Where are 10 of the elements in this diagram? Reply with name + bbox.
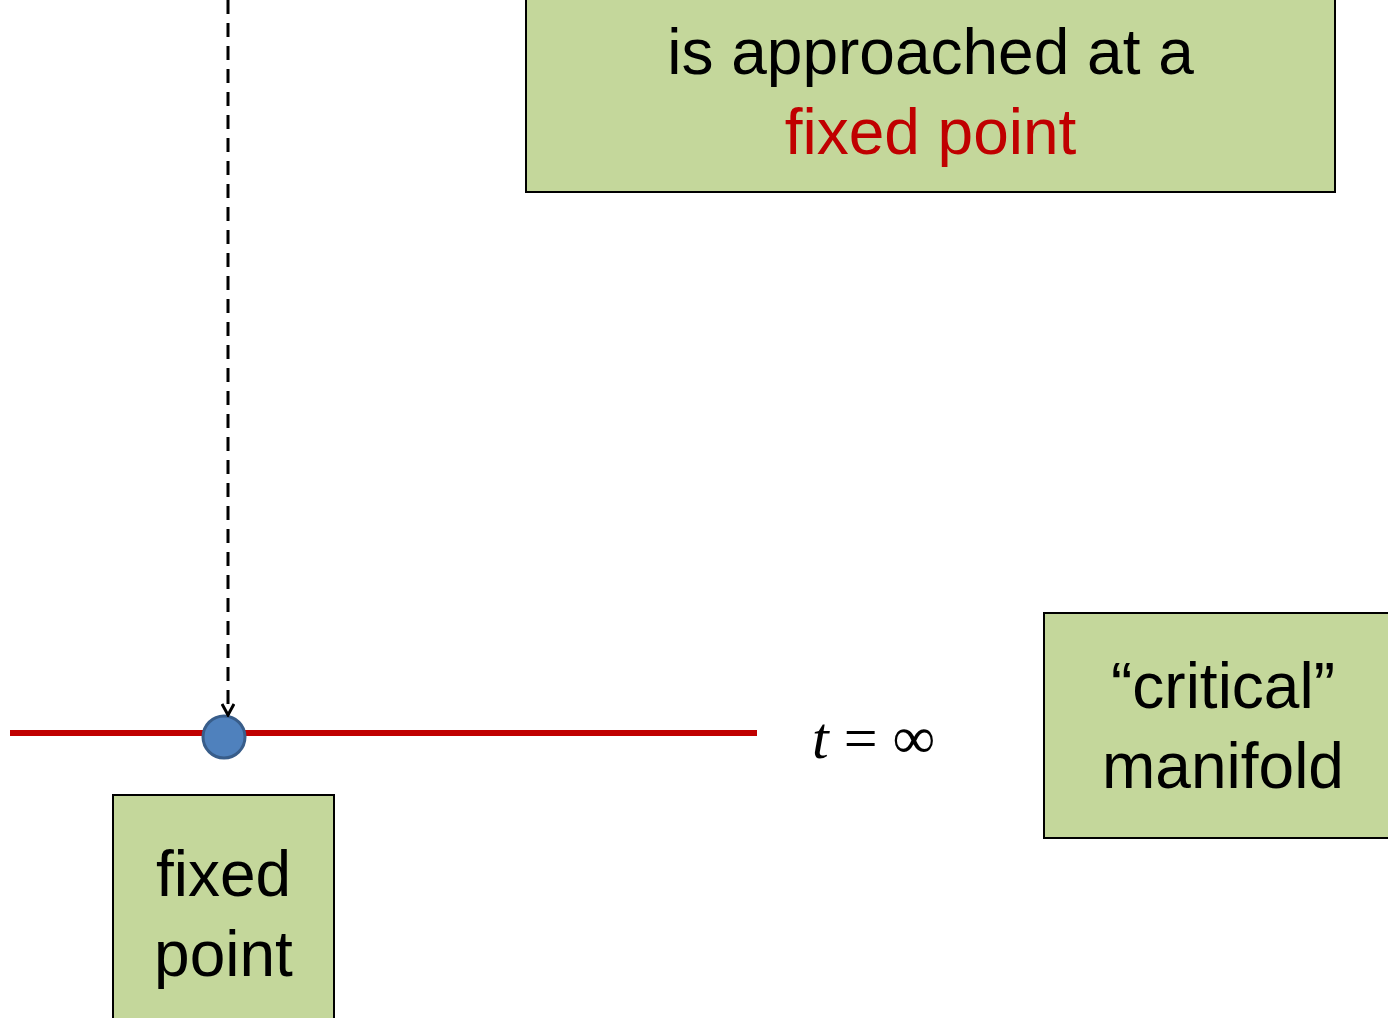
arrow xyxy=(220,0,236,717)
text-box xyxy=(525,0,1336,193)
box-text: is approached at a xyxy=(667,14,1194,90)
box-text: “critical” manifold xyxy=(1101,648,1345,804)
math-label: t = ∞ xyxy=(812,704,936,773)
highlighted-text: fixed point xyxy=(784,94,1077,170)
text-box xyxy=(1043,612,1388,839)
box-text: fixed point xyxy=(153,837,294,992)
text-box xyxy=(112,794,335,1018)
fixed-point-dot xyxy=(201,714,247,760)
